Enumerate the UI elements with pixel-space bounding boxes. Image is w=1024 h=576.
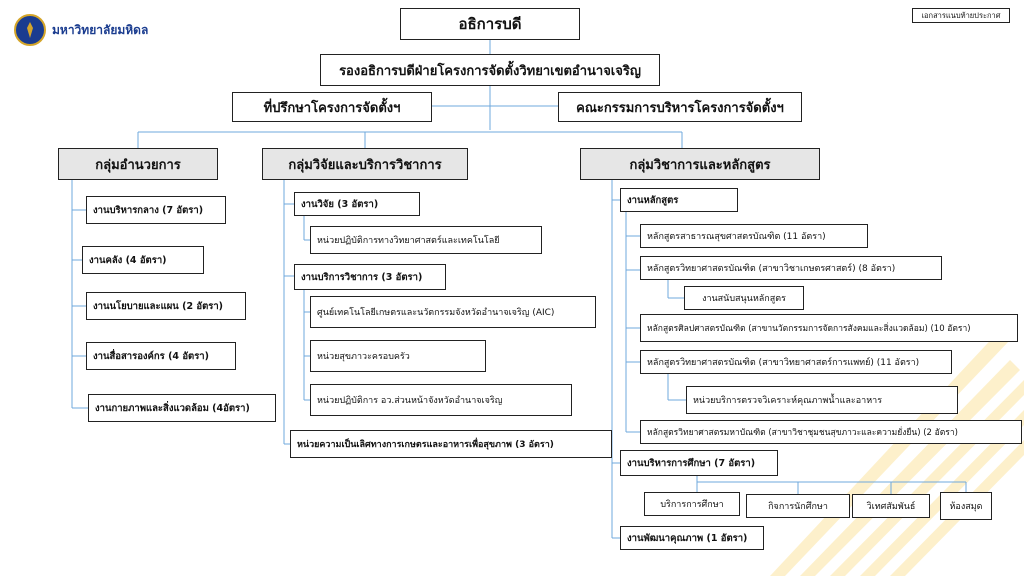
curriculum-unit: งานหลักสูตร (620, 188, 738, 212)
excellence-unit: หน่วยความเป็นเลิศทางการเกษตรและอาหารเพื่… (290, 430, 612, 458)
academic-group-box: กลุ่มวิชาการและหลักสูตร (580, 148, 820, 180)
university-logo: มหาวิทยาลัยมหิดล (14, 14, 148, 46)
program-public-health: หลักสูตรสาธารณสุขศาสตรบัณฑิต (11 อัตรา) (640, 224, 868, 248)
education-sub-student-affairs: กิจการนักศึกษา (746, 494, 850, 518)
admin-unit-policy: งานนโยบายและแผน (2 อัตรา) (86, 292, 246, 320)
education-sub-international: วิเทศสัมพันธ์ (852, 494, 930, 518)
service-unit: งานบริการวิชาการ (3 อัตรา) (294, 264, 446, 290)
vice-president-box: รองอธิการบดีฝ่ายโครงการจัดตั้งวิทยาเขตอำ… (320, 54, 660, 86)
research-unit: งานวิจัย (3 อัตรา) (294, 192, 420, 216)
research-sub-scitech: หน่วยปฏิบัติการทางวิทยาศาสตร์และเทคโนโลย… (310, 226, 542, 254)
education-sub-library: ห้องสมุด (940, 492, 992, 520)
program-agriculture: หลักสูตรวิทยาศาสตรบัณฑิต (สาขาวิชาเกษตรศ… (640, 256, 942, 280)
program-medical-science: หลักสูตรวิทยาศาสตรบัณฑิต (สาขาวิทยาศาสตร… (640, 350, 952, 374)
program-masters-community: หลักสูตรวิทยาศาสตรมหาบัณฑิต (สาขาวิชาชุม… (640, 420, 1022, 444)
university-seal-icon (14, 14, 46, 46)
admin-group-box: กลุ่มอำนวยการ (58, 148, 218, 180)
attachment-note: เอกสารแนบท้ายประกาศ (912, 8, 1010, 23)
water-food-quality-service: หน่วยบริการตรวจวิเคราะห์คุณภาพน้ำและอาหา… (686, 386, 958, 414)
quality-development-unit: งานพัฒนาคุณภาพ (1 อัตรา) (620, 526, 764, 550)
committee-box: คณะกรรมการบริหารโครงการจัดตั้งฯ (558, 92, 802, 122)
curriculum-support: งานสนับสนุนหลักสูตร (684, 286, 804, 310)
admin-unit-finance: งานคลัง (4 อัตรา) (82, 246, 204, 274)
education-unit: งานบริหารการศึกษา (7 อัตรา) (620, 450, 778, 476)
service-sub-family-health: หน่วยสุขภาวะครอบครัว (310, 340, 486, 372)
service-sub-mhesi: หน่วยปฏิบัติการ อว.ส่วนหน้าจังหวัดอำนาจเ… (310, 384, 572, 416)
research-group-box: กลุ่มวิจัยและบริการวิชาการ (262, 148, 468, 180)
service-sub-aic: ศูนย์เทคโนโลยีเกษตรและนวัตกรรมจังหวัดอำน… (310, 296, 596, 328)
admin-unit-central: งานบริหารกลาง (7 อัตรา) (86, 196, 226, 224)
education-sub-services: บริการการศึกษา (644, 492, 740, 516)
admin-unit-communication: งานสื่อสารองค์กร (4 อัตรา) (86, 342, 236, 370)
program-social-innovation: หลักสูตรศิลปศาสตรบัณฑิต (สาขานวัตกรรมการ… (640, 314, 1018, 342)
advisor-box: ที่ปรึกษาโครงการจัดตั้งฯ (232, 92, 432, 122)
university-name: มหาวิทยาลัยมหิดล (52, 22, 149, 37)
president-box: อธิการบดี (400, 8, 580, 40)
admin-unit-facilities: งานกายภาพและสิ่งแวดล้อม (4อัตรา) (88, 394, 276, 422)
